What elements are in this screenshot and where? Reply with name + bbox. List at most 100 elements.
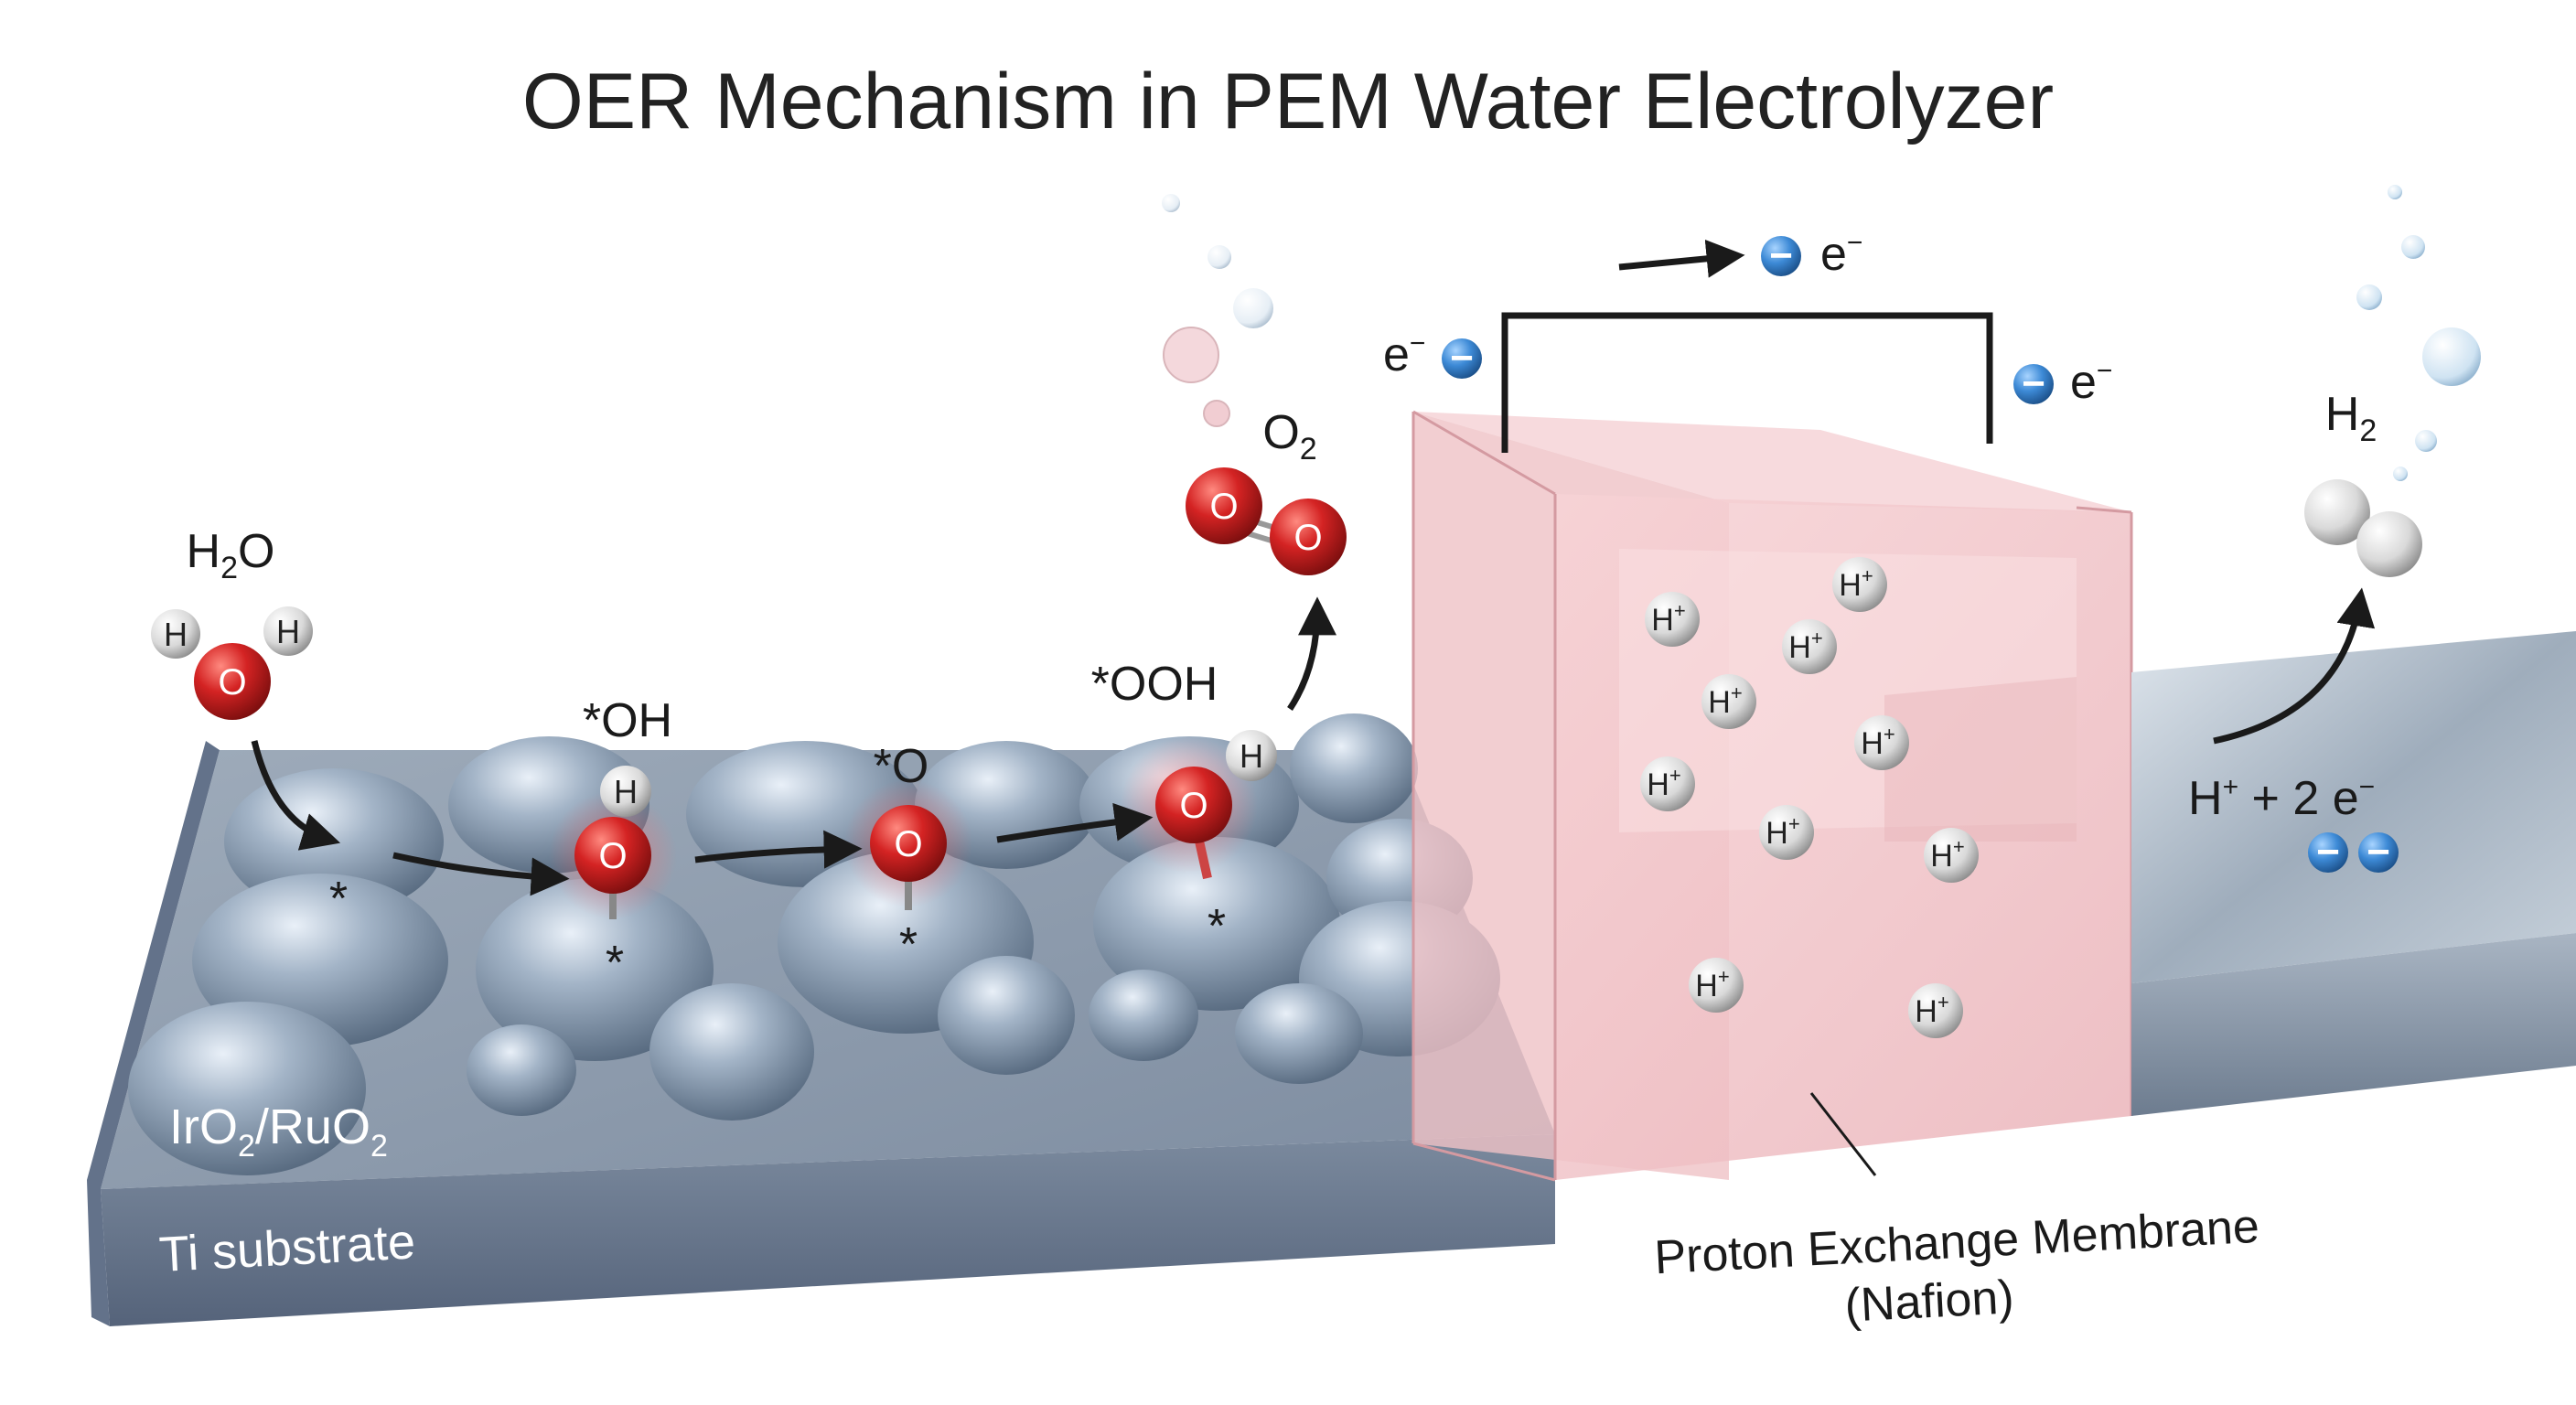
cathode-top — [2131, 631, 2576, 983]
bubble — [2393, 467, 2408, 481]
membrane-slot-shadow — [1884, 677, 2077, 842]
electron-label: e− — [1383, 328, 1425, 381]
hydrogen-product: H2 — [2304, 388, 2422, 577]
electron-icon — [2358, 832, 2399, 873]
hydrogen-atom — [2304, 479, 2370, 545]
active-site-marker: * — [606, 937, 624, 990]
proton-label: H+ — [1839, 564, 1873, 603]
electron-icon — [2013, 364, 2054, 404]
electron-icon — [1442, 338, 1482, 379]
hydrogen-atom — [263, 606, 313, 656]
catalyst-particle — [1089, 970, 1198, 1061]
circuit-wire — [1501, 312, 1993, 453]
external-circuit: − e− e− − − e− — [1383, 228, 2112, 453]
bubble — [2388, 185, 2402, 199]
oxygen-symbol: O — [894, 824, 922, 864]
membrane-back — [1413, 412, 2131, 512]
oxygen-atom — [194, 643, 271, 720]
proton-icon — [1854, 715, 1909, 770]
proton-label: H+ — [1930, 835, 1964, 874]
electron-minus: − — [2367, 830, 2390, 874]
oxygen-atom — [870, 805, 947, 882]
hydrogen-symbol: H — [1240, 737, 1263, 775]
oxygen-symbol: O — [598, 836, 627, 876]
cathode-front — [2131, 933, 2576, 1116]
o2-label: O2 — [1262, 406, 1316, 467]
hydrogen-atom — [151, 609, 200, 659]
arrow-step-1 — [392, 852, 570, 896]
hydrogen-symbol: H — [614, 773, 638, 810]
cathode-reaction: H+ + 2 e− — [2188, 772, 2375, 825]
hydrogen-atom — [600, 766, 651, 817]
proton-icon — [1759, 805, 1814, 860]
proton-label: H+ — [1788, 627, 1822, 665]
electron-minus: − — [1769, 233, 1793, 278]
substrate-side — [87, 741, 220, 1326]
anode-bubbles — [1162, 194, 1273, 427]
catalyst-particle — [1235, 983, 1363, 1084]
membrane-label-line2: (Nafion) — [1843, 1271, 2015, 1333]
oxygen-symbol: O — [1209, 487, 1238, 527]
oxygen-product: O2 O O — [1186, 406, 1347, 575]
hydrogen-atom — [1226, 730, 1277, 781]
electron-minus: − — [1450, 336, 1474, 381]
catalyst-particle — [1093, 837, 1340, 1011]
water-label: H2O — [187, 525, 275, 585]
oxygen-atom — [1270, 499, 1347, 575]
oxygen-symbol: O — [218, 662, 246, 702]
proton-label: H+ — [1915, 991, 1948, 1029]
membrane-edge — [1412, 410, 1556, 496]
electron-label: e− — [1820, 228, 1862, 281]
hydrogen-symbol: H — [276, 613, 300, 650]
electron-label: e− — [2070, 356, 2112, 409]
intermediate-oh: *OH H O — [549, 694, 677, 919]
proton-label: H+ — [1651, 599, 1685, 638]
membrane-slot — [1619, 549, 2077, 832]
bubble — [1203, 400, 1230, 427]
arrow-step-3 — [996, 802, 1154, 843]
bond — [1194, 835, 1212, 880]
bubble — [2401, 235, 2425, 259]
oxygen-atom — [1155, 767, 1232, 843]
electron-minus: − — [2022, 361, 2045, 406]
proton-icon — [1924, 828, 1979, 883]
catalyst-particle — [476, 878, 714, 1061]
arrow-adsorb — [251, 740, 341, 851]
hydrogen-atom — [2356, 511, 2422, 577]
electron-flow-arrow — [1618, 239, 1745, 278]
substrate-label: Ti substrate — [157, 1214, 416, 1282]
cathode-plate — [2131, 631, 2576, 1116]
oh-label: *OH — [583, 694, 672, 747]
bubble — [1163, 327, 1219, 383]
catalyst-particle — [938, 956, 1075, 1075]
proton-icon — [1782, 619, 1837, 674]
ooh-label: *OOH — [1091, 658, 1218, 711]
membrane-label-line1: Proton Exchange Membrane — [1653, 1200, 2260, 1285]
membrane — [1411, 410, 2133, 1182]
mechanism-arrows — [251, 596, 1336, 896]
proton-label: H+ — [1708, 681, 1742, 720]
active-site-marker: * — [899, 918, 918, 971]
intermediate-ooh: *OOH H O — [1091, 658, 1277, 880]
proton-label: H+ — [1766, 812, 1799, 851]
catalyst-particle — [467, 1024, 576, 1116]
electron-icon — [1761, 236, 1801, 276]
proton-label: H+ — [1695, 965, 1729, 1003]
protons: H+H+H+H+H+H+H+H+H+H+ — [1640, 557, 1979, 1038]
diagram-title: OER Mechanism in PEM Water Electrolyzer — [522, 58, 2054, 145]
oxygen-symbol: O — [1179, 786, 1208, 826]
electron-minus: − — [2316, 830, 2340, 874]
proton-icon — [1908, 983, 1963, 1038]
bubble — [2356, 284, 2382, 310]
catalyst-particle — [1290, 713, 1418, 823]
active-site-marker: * — [1208, 900, 1226, 953]
water-molecule: H2O H H O — [151, 525, 313, 720]
electron-icon — [2308, 832, 2348, 873]
substrate-front — [101, 1134, 1555, 1326]
proton-icon — [1640, 756, 1695, 811]
active-site-marker: * — [329, 873, 348, 926]
membrane-edge — [2076, 506, 2132, 514]
proton-label: H+ — [1861, 723, 1894, 761]
membrane-leader — [1809, 1092, 1877, 1176]
